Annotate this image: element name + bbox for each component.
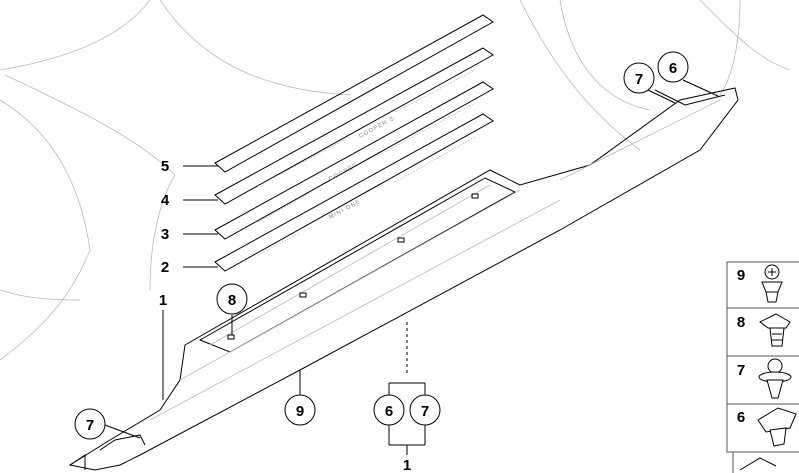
svg-text:7: 7 (86, 417, 94, 434)
legend-item-9[interactable]: 9 (726, 261, 799, 309)
callout-7-bottom[interactable]: 7 (409, 394, 441, 426)
callout-8[interactable]: 8 (216, 283, 248, 315)
label-5[interactable]: 5 (161, 158, 169, 175)
fastener-clip-icon (757, 407, 797, 447)
car-body-outline (0, 0, 791, 361)
label-3[interactable]: 3 (161, 226, 169, 243)
label-4[interactable]: 4 (161, 192, 170, 209)
svg-text:8: 8 (228, 292, 236, 309)
svg-text:7: 7 (421, 403, 429, 420)
callout-6-bottom[interactable]: 6 (373, 394, 405, 426)
screw-clip-icon (761, 264, 783, 303)
legend-item-7[interactable]: 7 (726, 355, 799, 405)
sill-plate-4 (214, 47, 494, 205)
sill-plate-2 (214, 113, 494, 272)
svg-text:9: 9 (296, 403, 304, 420)
svg-text:7: 7 (737, 362, 745, 379)
sill-plate-3 (214, 81, 494, 240)
expanding-rivet-icon (758, 358, 792, 399)
svg-text:8: 8 (737, 314, 745, 331)
legend-footer (732, 451, 799, 473)
side-sill-trim (68, 87, 739, 471)
callout-top-7[interactable]: 7 (623, 62, 655, 94)
label-1-left[interactable]: 1 (159, 292, 167, 309)
legend-item-6[interactable]: 6 (726, 403, 799, 453)
push-clip-icon (759, 313, 791, 347)
svg-text:7: 7 (635, 71, 643, 88)
label-1-bottom[interactable]: 1 (403, 457, 411, 473)
svg-text:6: 6 (669, 60, 677, 77)
sill-text-2: MINI ONE (328, 199, 362, 221)
callout-7-left[interactable]: 7 (74, 408, 106, 440)
callout-top-6[interactable]: 6 (657, 51, 689, 83)
svg-text:6: 6 (737, 409, 745, 426)
leader-lines (104, 79, 719, 455)
svg-text:9: 9 (737, 267, 745, 284)
sill-plate-5 (214, 14, 494, 173)
label-2[interactable]: 2 (161, 259, 169, 276)
callout-9[interactable]: 9 (284, 394, 316, 426)
svg-text:6: 6 (385, 403, 393, 420)
legend-item-8[interactable]: 8 (726, 307, 799, 357)
